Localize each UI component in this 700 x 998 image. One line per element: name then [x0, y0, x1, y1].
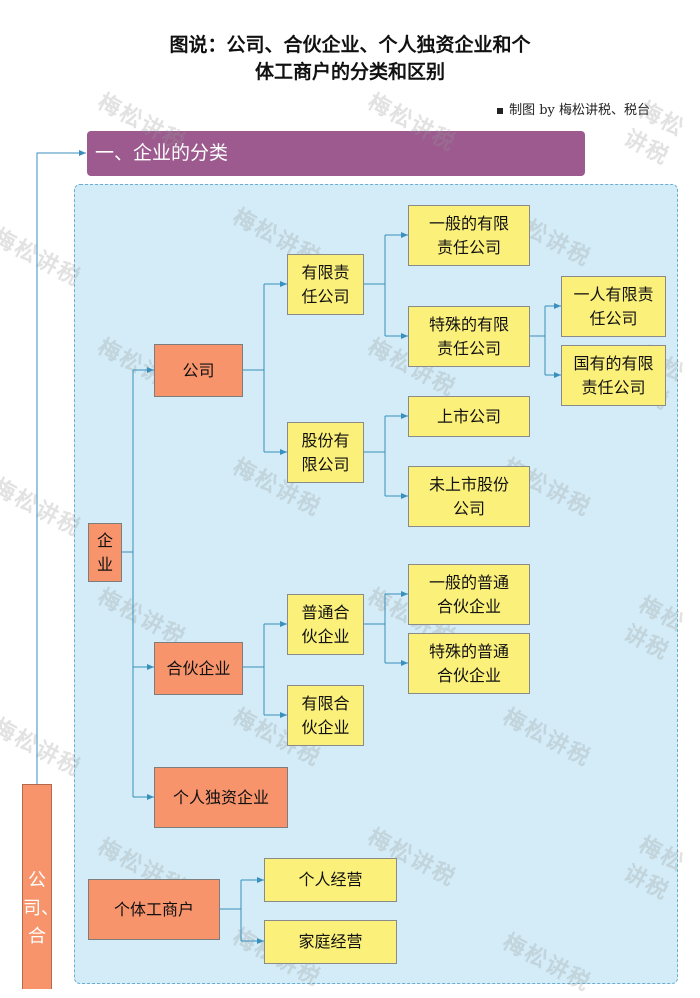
- node-enterprise: 企 业: [88, 523, 122, 582]
- node-one-person-llc: 一人有限责 任公司: [561, 276, 666, 337]
- node-special-general-partnership: 特殊的普通 合伙企业: [408, 633, 530, 694]
- node-special-llc: 特殊的有限 责任公司: [408, 306, 530, 367]
- node-llc: 有限责 任公司: [287, 254, 364, 315]
- credit-line: 制图 by 梅松讲税、税台: [497, 99, 650, 118]
- title-line-1: 图说：公司、合伙企业、个人独资企业和个: [169, 34, 531, 56]
- node-ordinary-general-partnership: 一般的普通 合伙企业: [408, 564, 530, 625]
- node-unlisted-company: 未上市股份 公司: [408, 466, 530, 527]
- node-listed-company: 上市公司: [408, 396, 530, 437]
- credit-text: 制图 by 梅松讲税、税台: [509, 103, 650, 118]
- node-joint-stock: 股份有 限公司: [287, 422, 364, 483]
- side-label-box: 公司、合: [22, 784, 59, 989]
- node-state-owned-llc: 国有的有限 责任公司: [561, 345, 666, 406]
- node-general-partnership: 普通合 伙企业: [287, 594, 364, 655]
- side-link-arrow: [36, 150, 86, 784]
- section-header-enterprise-classification: 一、企业的分类: [87, 131, 585, 176]
- page-title: 图说：公司、合伙企业、个人独资企业和个 体工商户的分类和区别: [0, 32, 700, 86]
- title-line-2: 体工商户的分类和区别: [254, 61, 445, 83]
- bullet-square-icon: [497, 107, 504, 114]
- node-company: 公司: [154, 344, 243, 397]
- node-family-operation: 家庭经营: [264, 920, 397, 964]
- node-individual-business: 个体工商户: [88, 879, 220, 940]
- node-sole-proprietorship: 个人独资企业: [154, 767, 288, 828]
- node-partnership: 合伙企业: [154, 642, 243, 695]
- node-individual-operation: 个人经营: [264, 858, 397, 902]
- node-limited-partnership: 有限合 伙企业: [287, 685, 364, 746]
- node-general-llc: 一般的有限 责任公司: [408, 205, 530, 266]
